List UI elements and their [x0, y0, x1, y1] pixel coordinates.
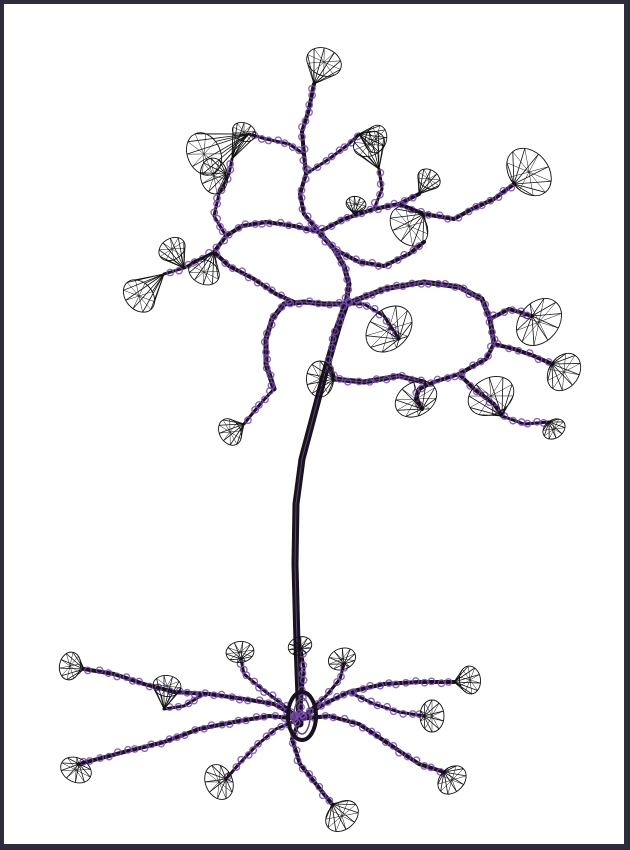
right-branch-tip-a [494, 344, 552, 364]
cone-basal-right-mid [420, 700, 444, 732]
cone-top [302, 42, 346, 84]
neuron-canvas[interactable] [4, 4, 624, 844]
right-lower-arc-b [459, 374, 502, 416]
top-branch [300, 84, 319, 232]
cone-left-lower [214, 415, 246, 450]
cone-upper-right-a [414, 165, 444, 194]
cone-right-c [539, 415, 569, 444]
cone-right-a [540, 347, 587, 397]
cone-right-d [461, 369, 520, 424]
dendrite-branches [79, 84, 552, 804]
cone-right-b [507, 290, 570, 355]
cone-left-b [155, 233, 190, 268]
cone-basal-right-up [325, 644, 359, 674]
far-right-arm [399, 184, 514, 219]
cone-basal-right-2 [432, 760, 472, 800]
cone-left-a [117, 274, 164, 319]
right-lower-arc [419, 344, 494, 389]
cone-far-right [498, 140, 561, 205]
cone-basal-right-1 [454, 665, 482, 695]
cone-mid-loop [307, 361, 335, 397]
cone-top-left-a [180, 127, 249, 181]
basal-left-up [241, 659, 300, 719]
cone-basal-left-1 [57, 650, 84, 682]
dendrite-beads [80, 86, 552, 804]
